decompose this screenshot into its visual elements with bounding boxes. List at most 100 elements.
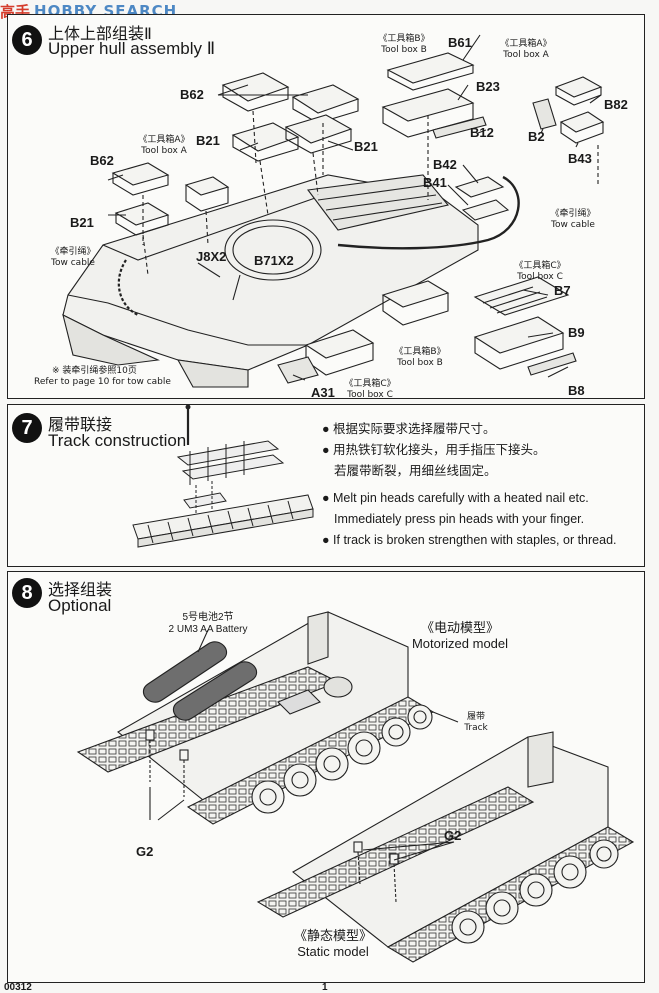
tow-cable-left bbox=[117, 259, 139, 316]
tool-box-c-bottom-caption: 《工具箱C》 Tool box C bbox=[338, 379, 402, 401]
tool-box-c-right-caption: 《工具箱C》 Tool box C bbox=[508, 261, 572, 283]
caption-cn: 5号电池2节 bbox=[182, 612, 234, 623]
instruction-cn-1: ● 根据实际要求选择履带尺寸。 bbox=[322, 422, 496, 436]
caption-cn: 《工具箱C》 bbox=[514, 261, 566, 271]
label-b62-top: B62 bbox=[180, 87, 204, 102]
track-lower-segment bbox=[132, 494, 314, 548]
box-b62-2 bbox=[291, 84, 360, 114]
label-b7: B7 bbox=[554, 283, 571, 298]
caption-cn: 履带 bbox=[466, 712, 485, 722]
label-b9: B9 bbox=[568, 325, 585, 340]
label-b8: B8 bbox=[568, 383, 585, 398]
instruction-en-3: ● If track is broken strengthen with sta… bbox=[322, 533, 617, 547]
instruction-cn-3: 若履带断裂，用细丝线固定。 bbox=[334, 464, 497, 478]
caption-cn: 《静态模型》 bbox=[293, 928, 372, 943]
label-b12: B12 bbox=[470, 125, 494, 140]
static-caption: 《静态模型》 Static model bbox=[278, 928, 388, 960]
step-7-title-en: Track construction bbox=[48, 431, 187, 450]
step-6-title-cn: 上体上部组装Ⅱ bbox=[48, 24, 152, 43]
batteries bbox=[142, 641, 258, 721]
caption-en: Static model bbox=[297, 944, 369, 959]
tow-cable-note: ※ 装牵引绳参照10页 Refer to page 10 for tow cab… bbox=[34, 366, 171, 388]
tow-cable-left-caption: 《牵引绳》 Tow cable bbox=[38, 247, 108, 269]
tool-box-a-lid bbox=[554, 76, 603, 98]
step-8-title-cn: 选择组装 bbox=[48, 580, 113, 599]
label-b41: B41 bbox=[423, 175, 447, 190]
part-b2 bbox=[532, 98, 557, 130]
track-link bbox=[183, 492, 227, 509]
label-b23: B23 bbox=[476, 79, 500, 94]
label-b21-b: B21 bbox=[354, 139, 378, 154]
caption-en: Tool box B bbox=[397, 358, 443, 368]
step-7-title-cn: 履带联接 bbox=[48, 415, 113, 434]
label-j8: J8X2 bbox=[196, 249, 227, 264]
static-road-wheels bbox=[451, 839, 619, 944]
caption-cn: 《工具箱A》 bbox=[138, 135, 190, 145]
step-6-panel: 6 上体上部组装Ⅱ Upper hull assembly Ⅱ bbox=[7, 14, 645, 401]
caption-cn: 《工具箱A》 bbox=[500, 39, 552, 49]
label-b43: B43 bbox=[568, 151, 592, 166]
label-a31: A31 bbox=[311, 385, 335, 400]
tool-box-a-right-caption: 《工具箱A》 Tool box A bbox=[494, 39, 558, 61]
caption-cn: 《工具箱C》 bbox=[344, 379, 396, 389]
caption-en: Motorized model bbox=[411, 636, 509, 651]
tool-box-b-top-caption: 《工具箱B》 Tool box B bbox=[372, 34, 436, 56]
label-b21-a: B21 bbox=[196, 133, 220, 148]
label-b82: B82 bbox=[604, 97, 628, 112]
step-8-panel: 8 选择组装 Optional bbox=[7, 571, 645, 983]
tow-cable-right bbox=[337, 175, 520, 250]
part-b12 bbox=[432, 116, 487, 139]
instruction-en-1: ● Melt pin heads carefully with a heated… bbox=[322, 491, 589, 505]
motorized-hull bbox=[117, 611, 409, 813]
track-upper-segment bbox=[176, 440, 285, 485]
note-en: Refer to page 10 for tow cable bbox=[34, 377, 171, 387]
motorized-caption: 《电动模型》 Motorized model bbox=[400, 620, 520, 652]
tool-box-a-left-caption: 《工具箱A》 Tool box A bbox=[132, 135, 196, 157]
part-b43 bbox=[559, 111, 605, 133]
label-b42: B42 bbox=[433, 157, 457, 172]
step-7-panel: 7 履带联接 Track construction ● 根据实际要 bbox=[7, 404, 645, 567]
track-diagram bbox=[132, 405, 314, 548]
caption-en: Tool box B bbox=[381, 45, 427, 55]
left-fender bbox=[62, 313, 160, 366]
label-g2-right: G2 bbox=[444, 828, 462, 843]
caption-en: Tool box C bbox=[517, 272, 563, 282]
tool-box-b-lid bbox=[386, 52, 475, 84]
label-b62-left: B62 bbox=[90, 153, 114, 168]
label-b61: B61 bbox=[448, 35, 472, 50]
box-b62-1 bbox=[221, 72, 290, 102]
caption-en: Tow cable bbox=[51, 258, 95, 268]
part-b41 bbox=[461, 199, 510, 221]
part-a31 bbox=[277, 356, 319, 384]
instruction-en-2: Immediately press pin heads with your fi… bbox=[334, 512, 585, 526]
caption-en: Tool box A bbox=[503, 50, 549, 60]
caption-cn: 《电动模型》 bbox=[420, 620, 499, 635]
front-fender bbox=[176, 359, 249, 388]
product-code: 00312 bbox=[4, 982, 32, 993]
step-6-title-en: Upper hull assembly Ⅱ bbox=[48, 39, 216, 58]
battery-caption: 5号电池2节 2 UM3 AA Battery bbox=[158, 612, 258, 636]
caption-en: 2 UM3 AA Battery bbox=[168, 624, 248, 635]
step-8-title-en: Optional bbox=[48, 596, 112, 615]
turret-ring bbox=[224, 219, 322, 281]
track-caption: 履带 Track bbox=[456, 712, 496, 734]
instruction-cn-2: ● 用热铁钉软化接头，用手指压下接头。 bbox=[322, 443, 546, 457]
track-instructions: ● 根据实际要求选择履带尺寸。 ● 用热铁钉软化接头，用手指压下接头。 若履带断… bbox=[322, 419, 617, 551]
caption-en: Tool box A bbox=[141, 146, 187, 156]
tool-box-b-bottom-caption: 《工具箱B》 Tool box B bbox=[388, 347, 452, 369]
box-b21-left bbox=[114, 202, 170, 226]
box-b21-2 bbox=[284, 114, 353, 144]
label-b71: B71X2 bbox=[254, 253, 294, 268]
label-g2-left: G2 bbox=[136, 844, 154, 859]
caption-en: Track bbox=[464, 723, 488, 733]
caption-cn: 《牵引绳》 bbox=[550, 209, 596, 219]
optional-diagram bbox=[76, 611, 635, 963]
motorized-road-wheels bbox=[251, 704, 433, 814]
box-b62-left bbox=[111, 162, 170, 186]
part-b8 bbox=[527, 352, 577, 376]
upper-hull-diagram bbox=[62, 34, 605, 388]
static-track-left bbox=[256, 786, 535, 918]
step-7-number: 7 bbox=[12, 413, 42, 443]
step-6-number: 6 bbox=[12, 25, 42, 55]
caption-cn: 《工具箱B》 bbox=[394, 347, 446, 357]
